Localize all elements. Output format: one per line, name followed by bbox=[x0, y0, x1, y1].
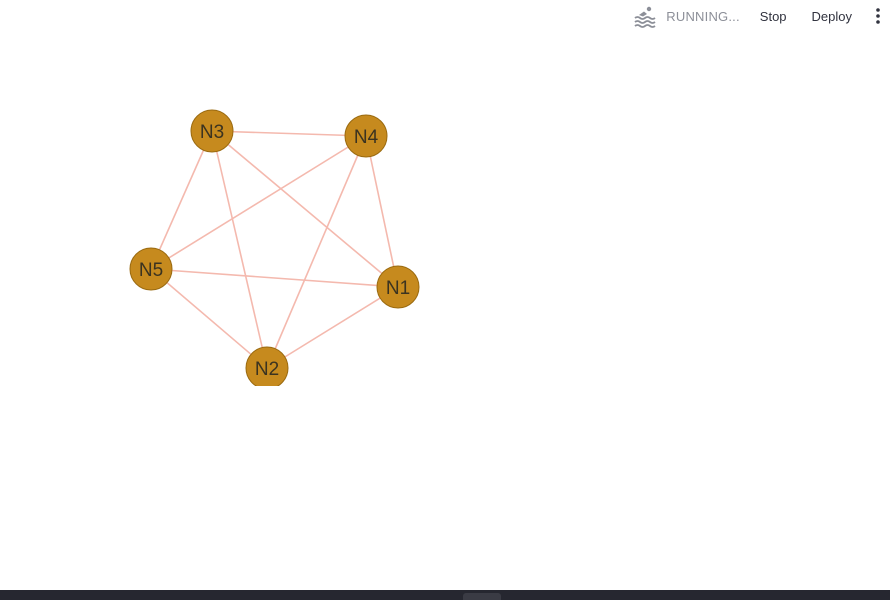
graph-node-n1[interactable]: N1 bbox=[376, 265, 420, 309]
edge-n1-n3 bbox=[211, 130, 399, 288]
bottom-bar bbox=[0, 590, 890, 600]
graph-node-n2[interactable]: N2 bbox=[245, 346, 289, 389]
kebab-menu-icon bbox=[876, 8, 880, 24]
status-text: RUNNING... bbox=[666, 8, 740, 24]
running-status: RUNNING... bbox=[633, 4, 740, 28]
node-circle[interactable] bbox=[129, 247, 173, 291]
graph-node-n3[interactable]: N3 bbox=[190, 109, 234, 153]
edge-n1-n5 bbox=[150, 268, 399, 288]
graph-node-n5[interactable]: N5 bbox=[129, 247, 173, 291]
node-circle[interactable] bbox=[190, 109, 234, 153]
node-label: N1 bbox=[386, 278, 410, 299]
top-toolbar: RUNNING... Stop Deploy bbox=[633, 0, 890, 32]
swimmer-icon bbox=[633, 4, 657, 28]
resize-handle[interactable] bbox=[463, 593, 501, 600]
edge-n2-n3 bbox=[211, 130, 268, 369]
edge-n3-n5 bbox=[150, 130, 213, 270]
node-circle[interactable] bbox=[344, 114, 388, 158]
node-label: N2 bbox=[255, 359, 279, 380]
edge-n1-n2 bbox=[266, 286, 399, 369]
node-label: N5 bbox=[139, 260, 163, 281]
edge-n1-n4 bbox=[365, 135, 399, 288]
stop-button[interactable]: Stop bbox=[760, 5, 787, 28]
node-label: N3 bbox=[200, 122, 224, 143]
edge-n4-n5 bbox=[150, 135, 367, 270]
main-menu-button[interactable] bbox=[868, 4, 888, 28]
graph-node-n4[interactable]: N4 bbox=[344, 114, 388, 158]
node-circle[interactable] bbox=[245, 346, 289, 389]
edge-n2-n4 bbox=[266, 135, 367, 369]
node-circle[interactable] bbox=[376, 265, 420, 309]
node-label: N4 bbox=[354, 127, 379, 148]
edge-n2-n5 bbox=[150, 268, 268, 369]
edge-n3-n4 bbox=[211, 130, 367, 137]
deploy-button[interactable]: Deploy bbox=[812, 5, 852, 28]
edges-layer bbox=[150, 130, 399, 369]
